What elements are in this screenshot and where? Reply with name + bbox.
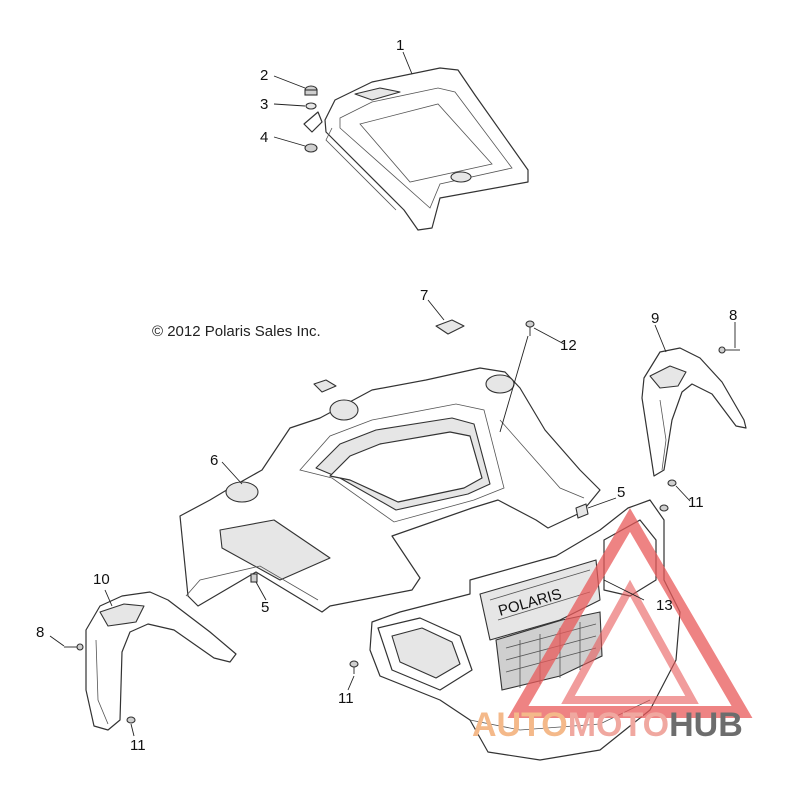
callout-labels: 1 2 3 4 5 5 6 7 8 8 9 10 11 11 11 12 13: [36, 37, 737, 754]
part-8-right-pin: [718, 346, 740, 354]
callout-9: 9: [651, 310, 659, 327]
part-11-bumper-rivet: [349, 660, 359, 674]
callout-13: 13: [656, 597, 673, 614]
part-4-grommet: [303, 111, 323, 153]
callout-7: 7: [420, 287, 428, 304]
watermark-triangle-logo: [507, 508, 753, 718]
part-3-washer: [305, 102, 317, 110]
callout-11-left: 11: [130, 737, 146, 754]
callout-10: 10: [93, 571, 110, 588]
callout-3: 3: [260, 96, 268, 113]
watermark-auto: AUTO: [472, 706, 568, 744]
part-12-screw: [525, 320, 535, 336]
callout-12: 12: [560, 337, 577, 354]
part-1-hood-cover: [324, 67, 529, 231]
callout-2: 2: [260, 67, 268, 84]
callout-8-left: 8: [36, 624, 44, 641]
part-11-left-rivet: [126, 716, 136, 724]
callout-5-left: 5: [261, 599, 269, 616]
part-9-right-fender: [641, 347, 747, 477]
part-11-right-rivet: [659, 479, 677, 512]
part-2-nut: [304, 85, 318, 96]
callout-4: 4: [260, 129, 268, 146]
callout-1: 1: [396, 37, 404, 54]
leader-lines: [49, 51, 736, 737]
part-6-front-body: [179, 367, 601, 613]
callout-8-right: 8: [729, 307, 737, 324]
part-10-left-fender: [85, 591, 237, 731]
watermark-text: AUTOMOTOHUB: [472, 706, 743, 745]
callout-6: 6: [210, 452, 218, 469]
part-5-left-clip: [250, 573, 258, 583]
watermark-moto: MOTO: [567, 706, 670, 744]
part-8-left-pin: [64, 643, 84, 651]
part-7-clip: [435, 319, 465, 335]
callout-11-middle: 11: [338, 690, 354, 707]
copyright-notice: © 2012 Polaris Sales Inc.: [152, 323, 321, 340]
callout-11-right: 11: [688, 494, 704, 511]
watermark-hub: HUB: [669, 706, 743, 744]
callout-5-right: 5: [617, 484, 625, 501]
